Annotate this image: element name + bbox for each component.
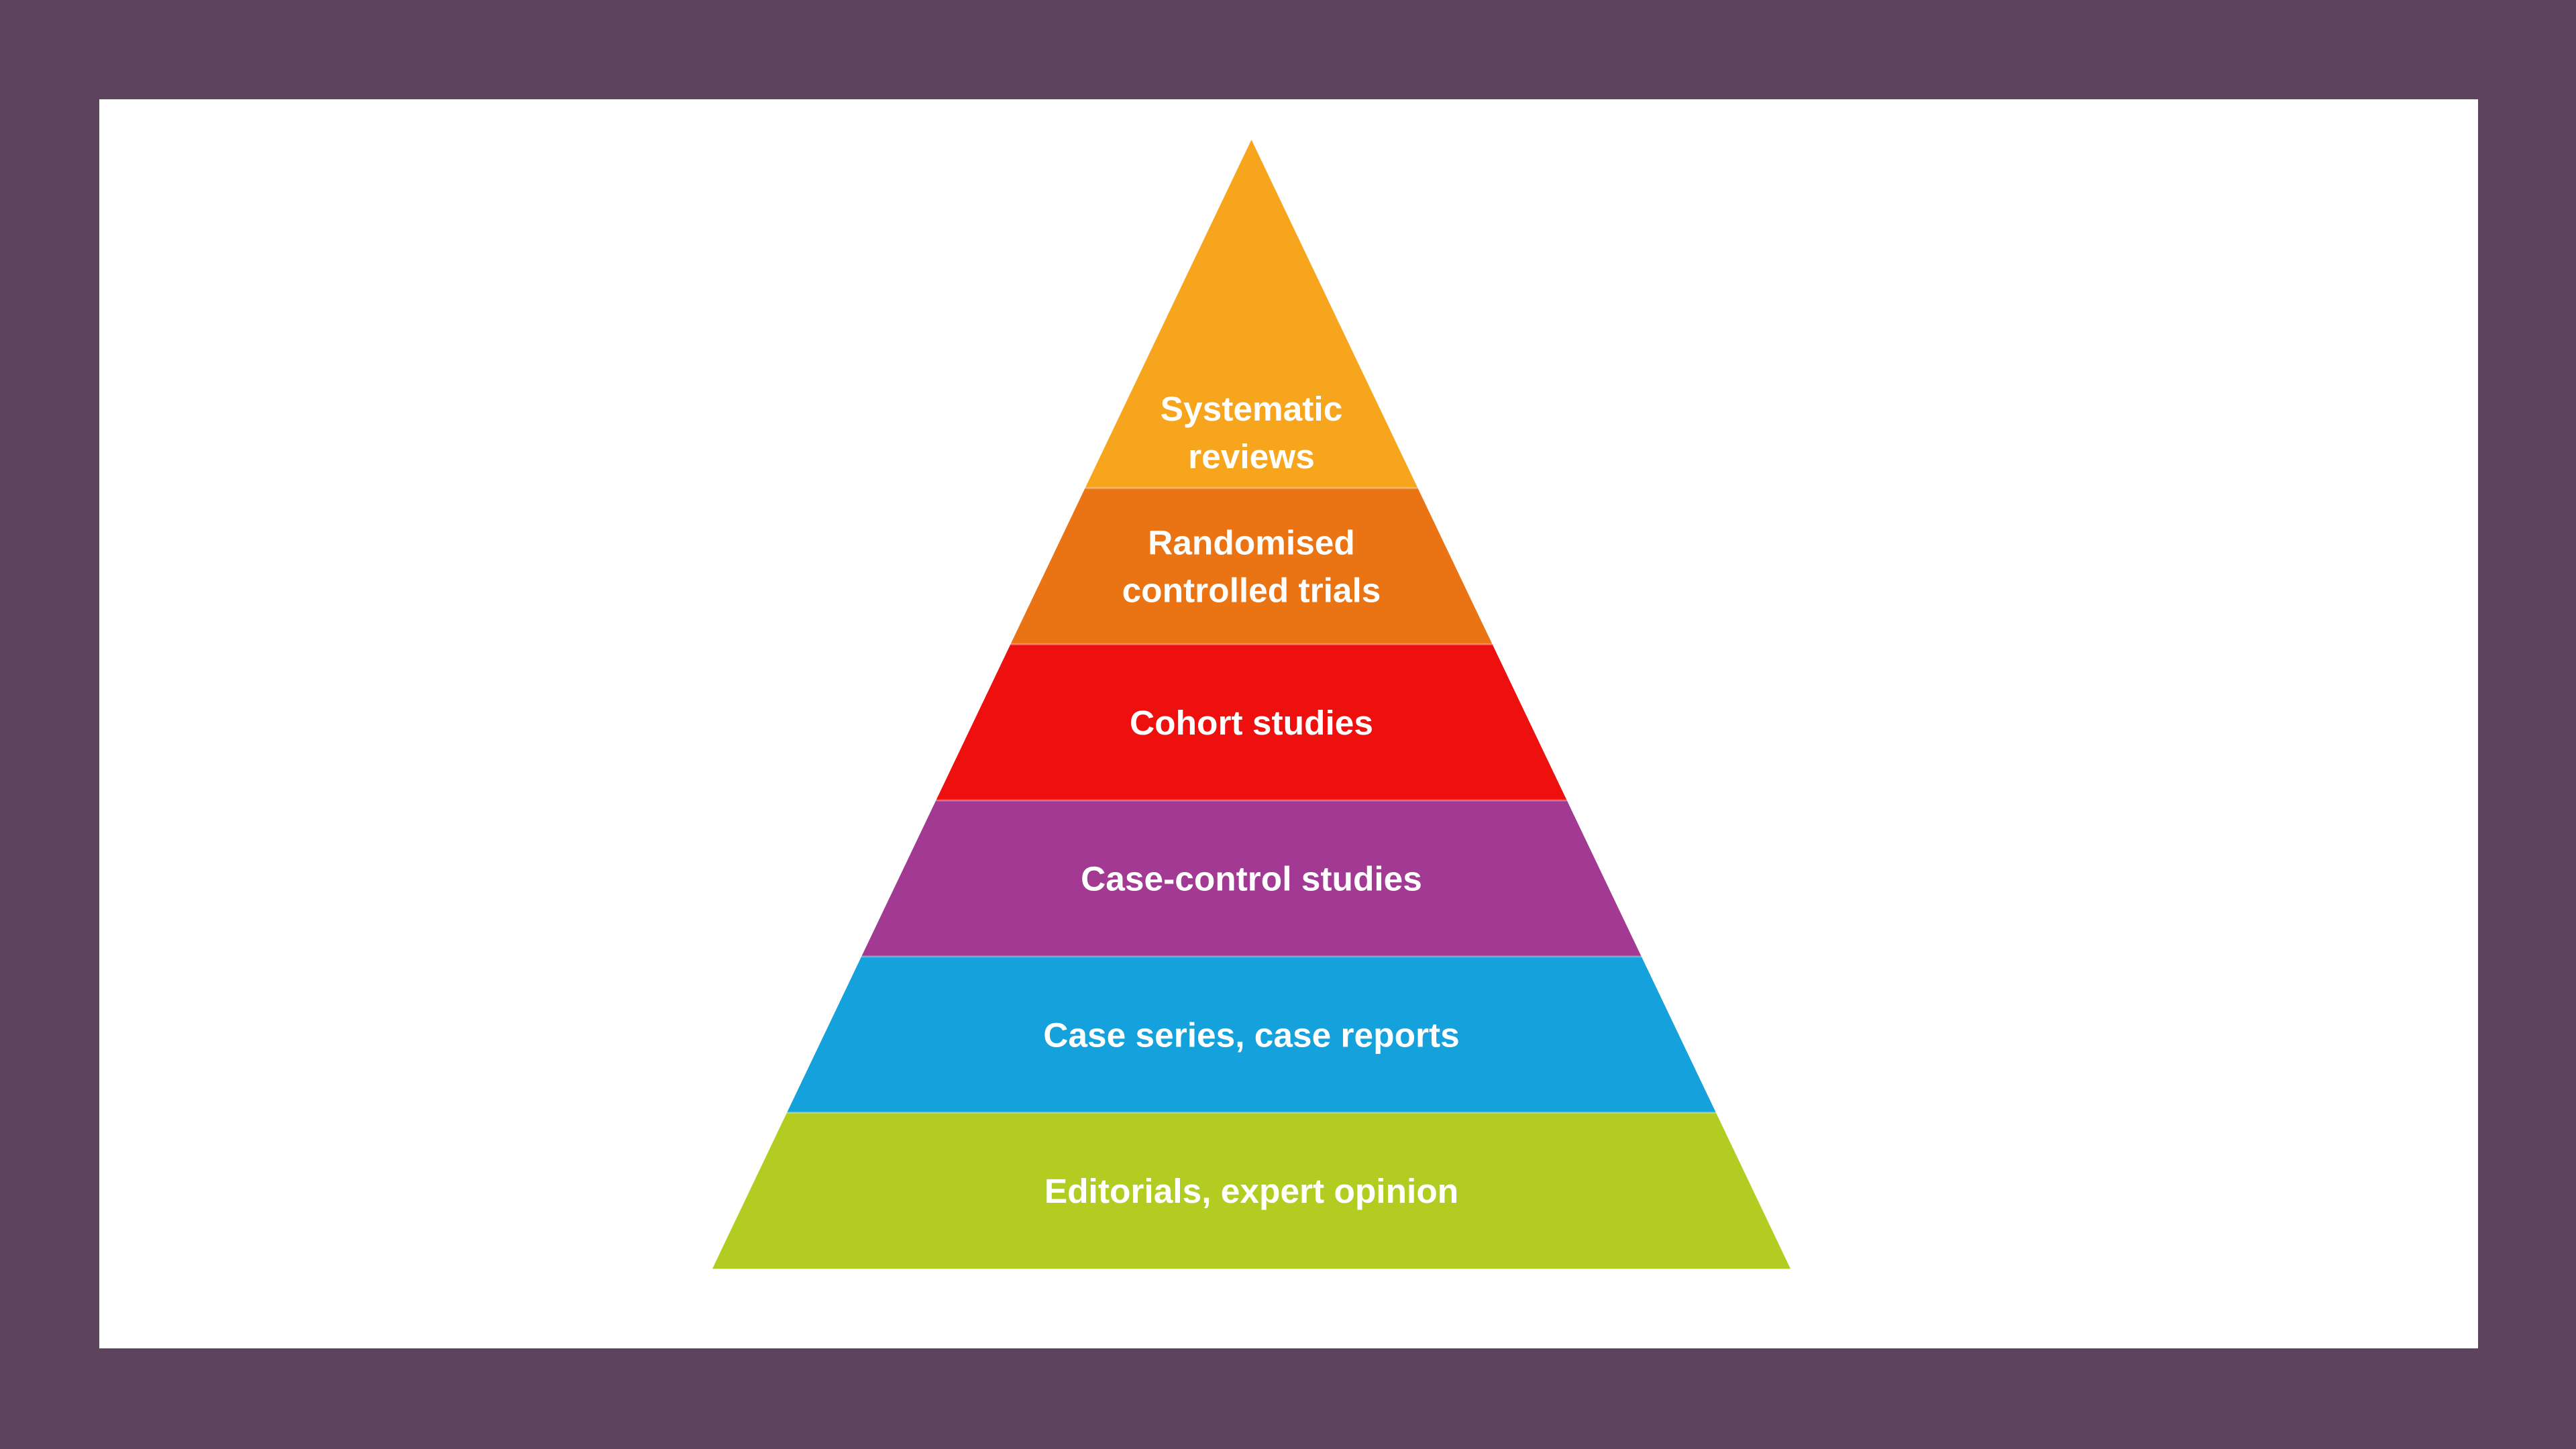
pyramid-level-5-label: Case series, case reports — [1043, 1015, 1460, 1054]
pyramid-level-4-label: Case-control studies — [1081, 859, 1422, 898]
pyramid-level-3-label: Cohort studies — [1130, 703, 1373, 742]
pyramid-level-1-shape — [1085, 140, 1418, 488]
pyramid-level-5-shape — [787, 956, 1716, 1113]
pyramid-level-4-shape — [861, 800, 1642, 957]
pyramid-level-2-shape — [1010, 488, 1493, 645]
pyramid-level-6-shape — [712, 1112, 1791, 1269]
pyramid-level-3-shape — [936, 644, 1567, 801]
pyramid-level-6-label: Editorials, expert opinion — [1044, 1171, 1458, 1210]
